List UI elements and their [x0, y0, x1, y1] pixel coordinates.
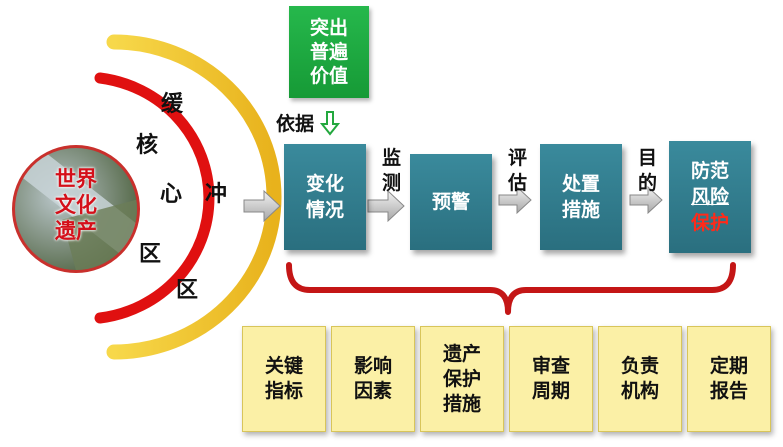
- element-6-line-2: 报告: [709, 380, 748, 402]
- monitor-char-2: 测: [382, 172, 402, 194]
- core-char-2: 心: [160, 182, 183, 207]
- buffer-char-3: 区: [176, 278, 199, 303]
- core-char-3: 区: [139, 242, 162, 267]
- element-1-line-1: 关键: [264, 355, 303, 377]
- heritage-line-3: 遗产: [55, 219, 97, 243]
- buffer-zone-arc: [106, 34, 282, 360]
- element-review-cycle: 审查 周期: [509, 326, 593, 432]
- down-arrow-icon: [319, 111, 341, 136]
- arrow-to-change: [243, 189, 281, 223]
- process-risk-line-1: 防范: [690, 160, 729, 182]
- heritage-photo-circle: 世界 文化 遗产: [12, 145, 140, 273]
- arrow-purpose: [629, 185, 663, 215]
- buffer-char-1: 缓: [161, 92, 184, 117]
- element-5-line-2: 机构: [620, 380, 659, 402]
- purpose-char-2: 的: [638, 172, 658, 194]
- process-risk-line-3: 保护: [690, 212, 729, 234]
- evaluate-char-1: 评: [508, 147, 528, 169]
- element-2-line-1: 影响: [353, 355, 392, 377]
- element-factors: 影响 因素: [331, 326, 415, 432]
- core-char-1: 核: [136, 133, 159, 158]
- process-warning-line-1: 预警: [431, 191, 470, 213]
- evaluate-char-2: 估: [508, 172, 528, 194]
- process-warning: 预警: [410, 154, 492, 250]
- process-change-line-2: 情况: [305, 199, 344, 221]
- element-3-line-2: 保护: [442, 367, 481, 390]
- element-responsible-agency: 负责 机构: [598, 326, 682, 432]
- element-4-line-1: 审查: [531, 355, 570, 377]
- outstanding-value-box: 突出 普遍 价值: [289, 6, 369, 98]
- value-line-2: 普遍: [309, 41, 348, 63]
- element-3-line-3: 措施: [442, 392, 481, 415]
- process-risk-line-2: 风险: [690, 186, 729, 208]
- brace: [286, 262, 736, 315]
- element-protection-measures: 遗产 保护 措施: [420, 326, 504, 432]
- element-key-indicators: 关键 指标: [242, 326, 326, 432]
- element-1-line-2: 指标: [264, 380, 303, 402]
- process-change: 变化 情况: [284, 144, 366, 250]
- process-measures: 处置 措施: [540, 144, 622, 250]
- process-change-line-1: 变化: [305, 173, 344, 195]
- process-measures-line-2: 措施: [561, 199, 600, 221]
- element-periodic-report: 定期 报告: [687, 326, 771, 432]
- process-risk: 防范 风险 保护: [669, 141, 751, 253]
- purpose-char-1: 目: [638, 147, 658, 169]
- element-5-line-1: 负责: [620, 355, 659, 377]
- value-line-1: 突出: [309, 17, 348, 39]
- heritage-label: 世界 文化 遗产: [15, 166, 137, 244]
- value-line-3: 价值: [309, 65, 348, 87]
- monitor-char-1: 监: [382, 147, 402, 169]
- element-2-line-2: 因素: [353, 380, 392, 402]
- process-measures-line-1: 处置: [561, 173, 600, 195]
- basis-label: 依据: [276, 113, 315, 135]
- buffer-char-2: 冲: [205, 182, 228, 207]
- element-6-line-1: 定期: [709, 355, 748, 377]
- arrow-evaluate: [498, 185, 532, 215]
- heritage-line-2: 文化: [55, 193, 97, 217]
- element-3-line-1: 遗产: [442, 342, 481, 365]
- heritage-line-1: 世界: [55, 167, 97, 191]
- core-zone-arc: [94, 72, 215, 324]
- element-4-line-2: 周期: [531, 380, 570, 402]
- arrow-monitor: [367, 189, 405, 223]
